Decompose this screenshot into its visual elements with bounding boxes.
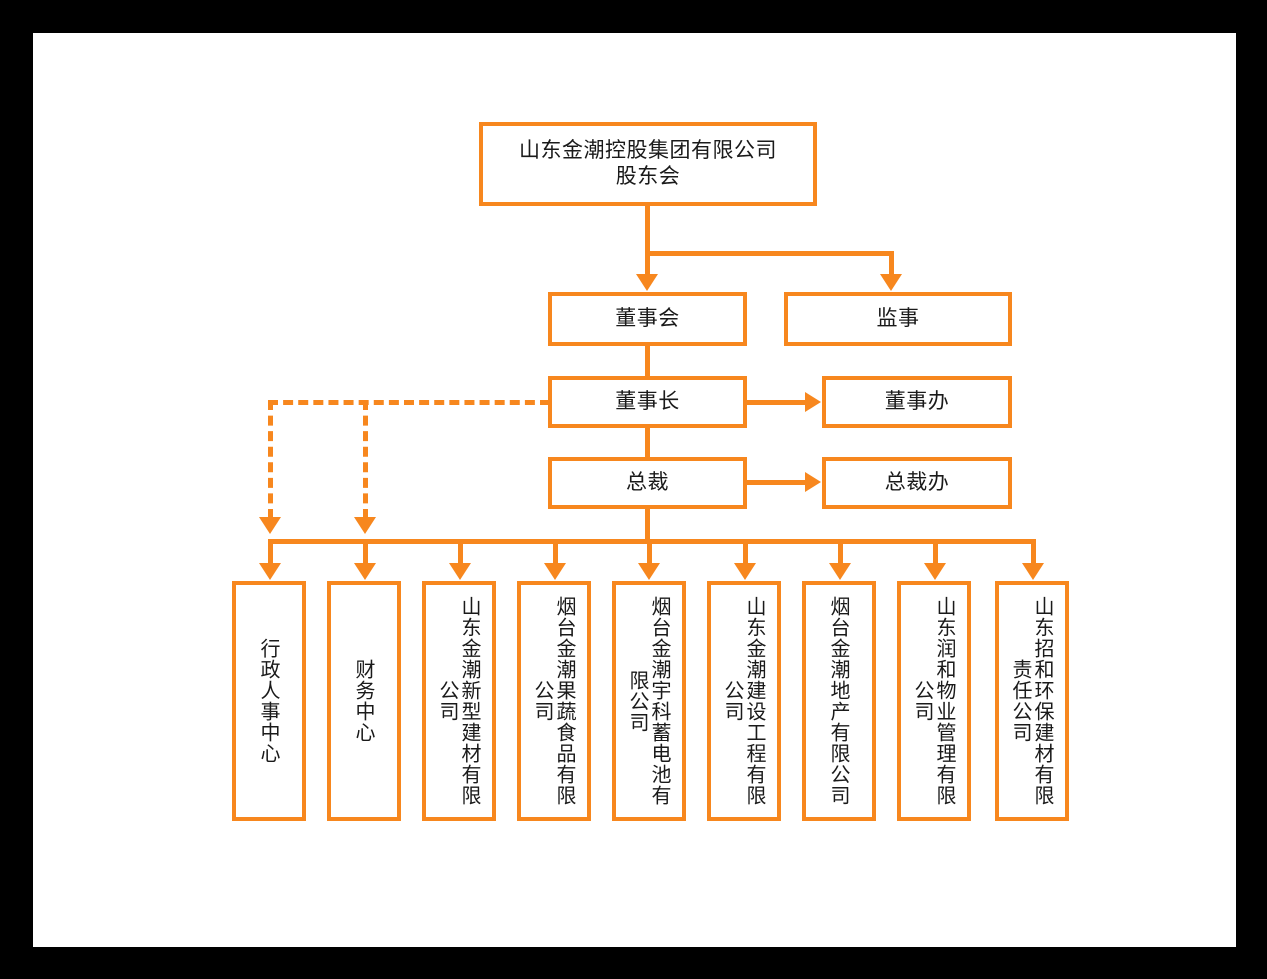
arrowhead-unit-1 — [259, 563, 281, 580]
node-unit-4[interactable]: 烟台金潮果蔬食品有限公司 — [517, 581, 591, 821]
connector-drop-unit-7 — [838, 539, 843, 567]
node-unit-7[interactable]: 烟台金潮地产有限公司 — [802, 581, 876, 821]
org-chart-canvas: 山东金潮控股集团有限公司 股东会 董事会 监事 董事长 董事办 总裁 总裁办 — [33, 33, 1236, 947]
node-chairman-label: 董事长 — [615, 389, 680, 414]
node-unit-6[interactable]: 山东金潮建设工程有限公司 — [707, 581, 781, 821]
connector-drop-unit-1 — [268, 539, 273, 567]
arrowhead-dashed-admin — [259, 517, 281, 534]
node-unit-5[interactable]: 烟台金潮宇科蓄电池有限公司 — [612, 581, 686, 821]
connector-chairman-to-president — [645, 428, 650, 459]
connector-dashed-horizontal — [268, 400, 550, 405]
node-president-office[interactable]: 总裁办 — [822, 457, 1012, 509]
node-unit-8[interactable]: 山东润和物业管理有限公司 — [897, 581, 971, 821]
connector-top-branch — [645, 251, 894, 256]
connector-unit-bus — [268, 539, 1036, 544]
node-supervisor[interactable]: 监事 — [784, 292, 1012, 346]
node-unit-3-label: 山东金潮新型建材有限公司 — [436, 596, 482, 806]
connector-president-to-office — [747, 480, 813, 485]
arrowhead-unit-6 — [734, 563, 756, 580]
connector-drop-unit-5 — [647, 539, 652, 567]
connector-drop-unit-3 — [458, 539, 463, 567]
connector-to-board — [645, 251, 650, 276]
connector-drop-unit-2 — [363, 539, 368, 567]
node-chairman[interactable]: 董事长 — [548, 376, 747, 428]
node-unit-9[interactable]: 山东招和环保建材有限责任公司 — [995, 581, 1069, 821]
connector-board-to-chairman — [645, 346, 650, 378]
node-unit-5-label: 烟台金潮宇科蓄电池有限公司 — [626, 596, 672, 806]
arrowhead-president-office — [805, 472, 821, 492]
arrowhead-chairman-office — [805, 392, 821, 412]
arrowhead-unit-8 — [924, 563, 946, 580]
node-chairman-office-label: 董事办 — [884, 389, 950, 414]
node-shareholders-meeting[interactable]: 山东金潮控股集团有限公司 股东会 — [479, 122, 817, 206]
node-unit-1-label: 行政人事中心 — [257, 638, 281, 764]
connector-president-to-bus — [645, 509, 650, 540]
node-unit-4-label: 烟台金潮果蔬食品有限公司 — [531, 596, 577, 806]
connector-drop-unit-9 — [1031, 539, 1036, 567]
node-board-of-directors[interactable]: 董事会 — [548, 292, 747, 346]
node-unit-1[interactable]: 行政人事中心 — [232, 581, 306, 821]
arrowhead-unit-7 — [829, 563, 851, 580]
node-shareholders-meeting-line1: 山东金潮控股集团有限公司 — [519, 138, 777, 163]
connector-drop-unit-6 — [743, 539, 748, 567]
node-unit-8-label: 山东润和物业管理有限公司 — [911, 596, 957, 806]
connector-chairman-to-office — [747, 400, 813, 405]
node-unit-9-label: 山东招和环保建材有限责任公司 — [1009, 596, 1055, 806]
arrowhead-unit-4 — [544, 563, 566, 580]
connector-drop-unit-8 — [933, 539, 938, 567]
node-president-label: 总裁 — [626, 470, 669, 495]
connector-dashed-branch-finance — [363, 400, 368, 519]
arrowhead-to-supervisor — [880, 274, 902, 291]
arrowhead-to-board — [636, 274, 658, 291]
node-unit-6-label: 山东金潮建设工程有限公司 — [721, 596, 767, 806]
node-board-of-directors-label: 董事会 — [615, 306, 680, 331]
connector-top-stem — [645, 206, 650, 256]
node-unit-3[interactable]: 山东金潮新型建材有限公司 — [422, 581, 496, 821]
connector-drop-unit-4 — [553, 539, 558, 567]
arrowhead-unit-9 — [1022, 563, 1044, 580]
arrowhead-unit-5 — [638, 563, 660, 580]
connector-dashed-branch-admin — [268, 400, 273, 519]
connector-to-supervisor — [889, 251, 894, 276]
arrowhead-unit-2 — [354, 563, 376, 580]
arrowhead-dashed-finance — [354, 517, 376, 534]
node-unit-2[interactable]: 财务中心 — [327, 581, 401, 821]
node-president-office-label: 总裁办 — [884, 470, 950, 495]
arrowhead-unit-3 — [449, 563, 471, 580]
node-unit-7-label: 烟台金潮地产有限公司 — [827, 596, 851, 806]
node-chairman-office[interactable]: 董事办 — [822, 376, 1012, 428]
node-supervisor-label: 监事 — [876, 306, 920, 331]
node-unit-2-label: 财务中心 — [352, 659, 376, 743]
node-president[interactable]: 总裁 — [548, 457, 747, 509]
node-shareholders-meeting-line2: 股东会 — [615, 164, 681, 188]
